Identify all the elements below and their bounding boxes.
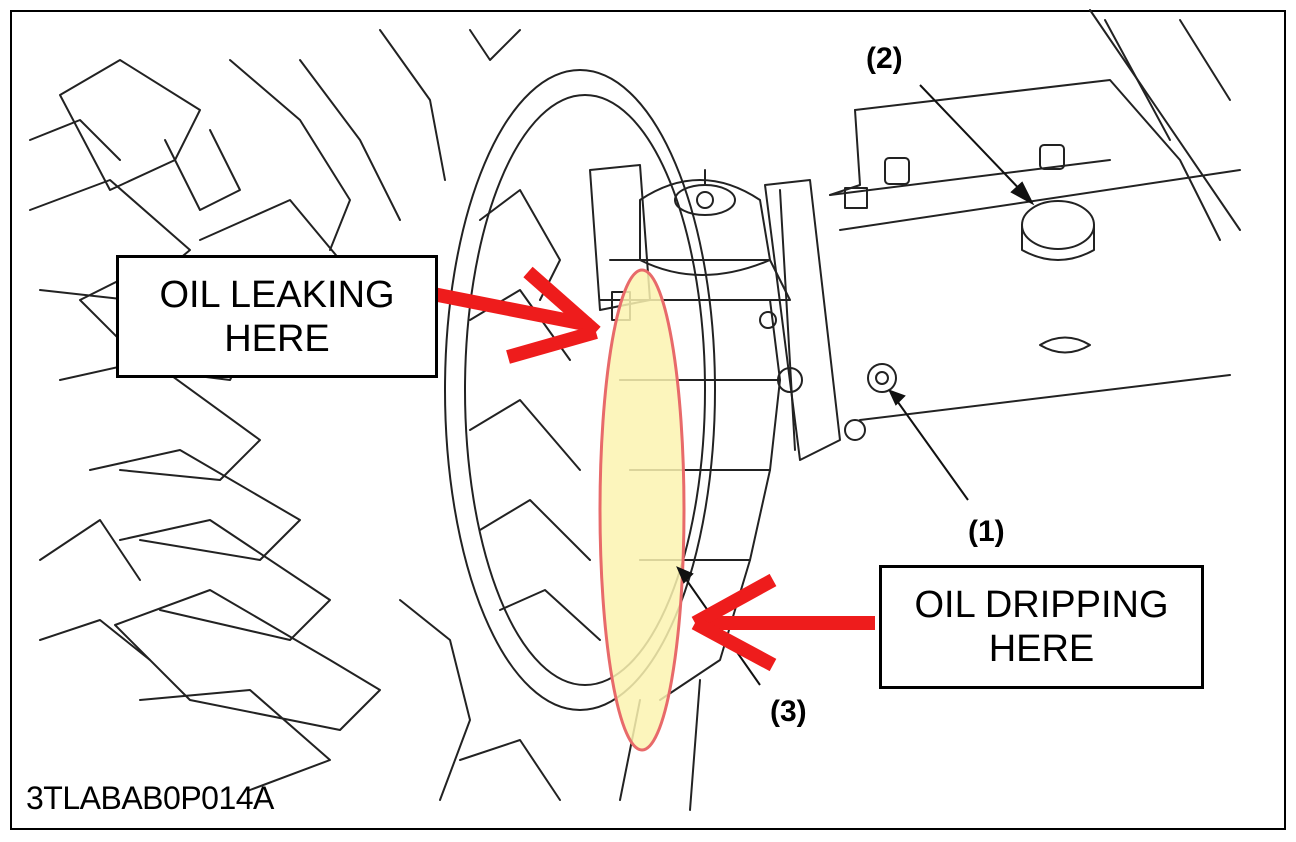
- drip-arrow: [691, 573, 875, 672]
- ref-label-1: (1): [968, 515, 1005, 548]
- oil-leaking-callout: OIL LEAKING HERE: [116, 255, 438, 378]
- ref-label-2: (2): [866, 42, 903, 75]
- leader-line-2: [919, 84, 1029, 199]
- axle-housing: [589, 164, 866, 701]
- leader-arrowhead-2: [1010, 181, 1035, 206]
- figure-code: 3TLABAB0P014A: [26, 780, 274, 816]
- frame-plate: [829, 9, 1241, 421]
- ref-label-3: (3): [770, 695, 807, 728]
- oil-dripping-callout: OIL DRIPPING HERE: [879, 565, 1204, 689]
- drip-area-highlight: [598, 268, 686, 752]
- leader-line-1: [894, 397, 969, 501]
- leader-arrowhead-1: [888, 389, 906, 406]
- tire-tread-lines: [29, 29, 521, 801]
- wheel-rim: [444, 69, 716, 711]
- leak-arrow: [426, 266, 601, 364]
- leader-arrowhead-3: [676, 566, 694, 584]
